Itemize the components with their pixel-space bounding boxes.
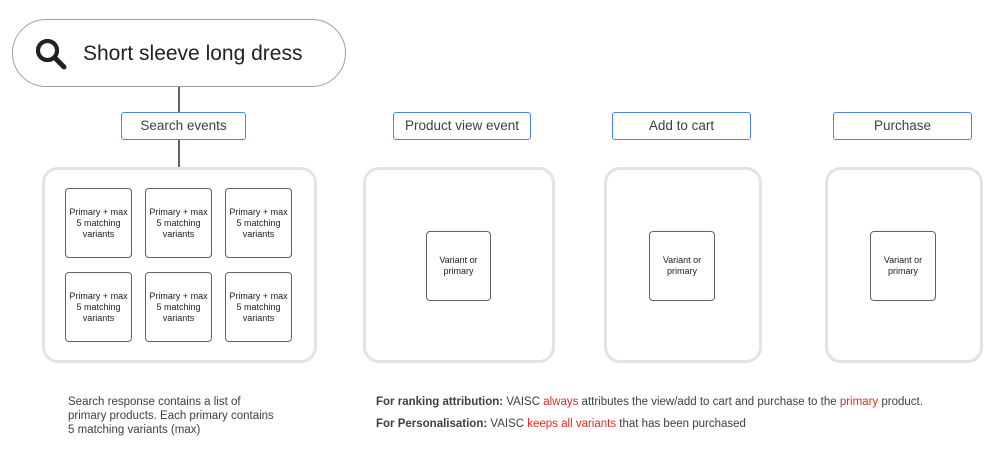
label-search-events: Search events [121, 112, 246, 140]
result-card: Primary + max 5 matching variants [65, 188, 132, 258]
variant-card: Variant or primary [426, 231, 491, 301]
ranking-attribution-note: For ranking attribution: VAISC always at… [376, 396, 923, 408]
result-card: Primary + max 5 matching variants [145, 272, 212, 342]
label-product-view-event: Product view event [393, 112, 531, 140]
search-bar[interactable]: Short sleeve long dress [12, 19, 346, 87]
result-card: Primary + max 5 matching variants [225, 272, 292, 342]
result-card: Primary + max 5 matching variants [145, 188, 212, 258]
result-card: Primary + max 5 matching variants [225, 188, 292, 258]
highlight-always: always [543, 396, 579, 408]
connector-line [178, 140, 180, 169]
variant-card: Variant or primary [649, 231, 715, 301]
search-response-description: Search response contains a list of prima… [68, 396, 274, 436]
ranking-label: For ranking attribution: [376, 396, 504, 408]
result-card: Primary + max 5 matching variants [65, 272, 132, 342]
label-add-to-cart: Add to cart [612, 112, 751, 140]
highlight-primary: primary [839, 396, 879, 408]
label-purchase: Purchase [833, 112, 972, 140]
personalisation-note: For Personalisation: VAISC keeps all var… [376, 418, 746, 430]
variant-card: Variant or primary [870, 231, 936, 301]
connector-line [178, 87, 180, 112]
search-query: Short sleeve long dress [83, 42, 303, 65]
highlight-keeps-all-variants: keeps all variants [527, 418, 617, 430]
search-icon [35, 38, 67, 70]
personalisation-label: For Personalisation: [376, 418, 488, 430]
